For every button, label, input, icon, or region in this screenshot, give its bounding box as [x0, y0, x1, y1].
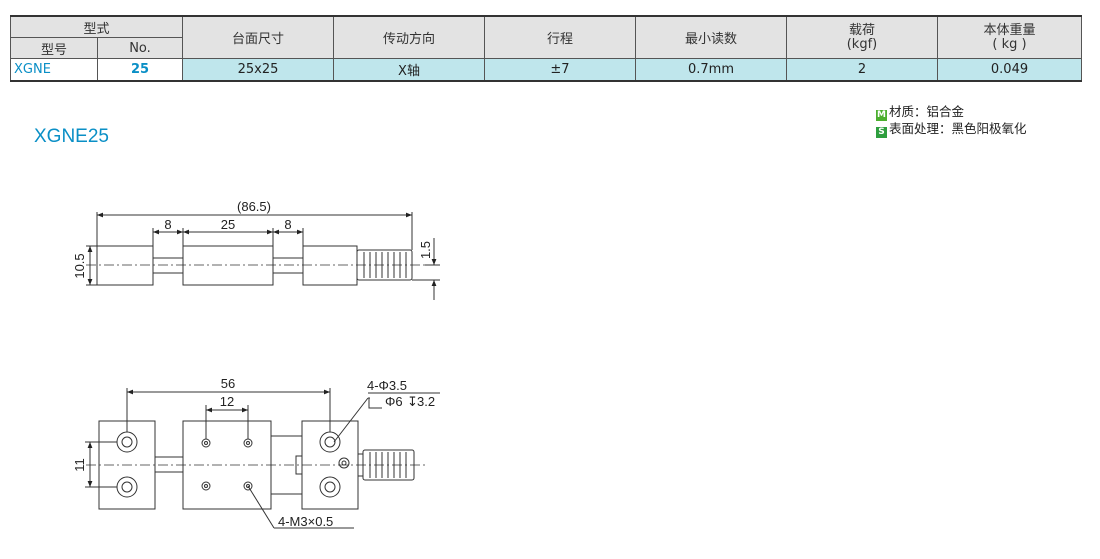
- dim-hole-pitch: 56: [221, 376, 235, 391]
- cell-stroke: ±7: [484, 58, 636, 82]
- callout-hole-spec: 4-Φ3.5: [367, 378, 407, 393]
- header-weight: 本体重量 ( kg ): [937, 15, 1082, 59]
- cell-table-size: 25x25: [182, 58, 334, 82]
- header-weight-unit: ( kg ): [992, 36, 1027, 52]
- header-table-size: 台面尺寸: [182, 15, 334, 59]
- cell-load: 2: [786, 58, 938, 82]
- header-load-unit: (kgf): [846, 36, 878, 52]
- dim-tap-pitch: 12: [220, 394, 234, 409]
- spec-table: 型式 台面尺寸 传动方向 行程 最小读数 载荷 (kgf) 本体重量 ( kg …: [10, 15, 1082, 82]
- header-weight-label: 本体重量: [983, 22, 1036, 38]
- header-type-group: 型式: [10, 15, 183, 38]
- cell-weight: 0.049: [937, 58, 1082, 82]
- side-left-block: [96, 245, 154, 286]
- side-left-rod: [152, 257, 184, 274]
- cell-drive-direction: X轴: [333, 58, 485, 82]
- dim-height: 10.5: [72, 253, 87, 278]
- dim-center: 11: [72, 458, 87, 472]
- header-load-label: 载荷: [848, 22, 875, 38]
- surface-badge-icon: S: [876, 127, 887, 138]
- side-view: [86, 212, 440, 300]
- side-right-block: [302, 245, 358, 286]
- header-model: 型号: [10, 37, 98, 59]
- depth-symbol-icon: ↧: [407, 394, 418, 409]
- header-stroke: 行程: [484, 15, 636, 59]
- model-title: XGNE25: [34, 126, 109, 147]
- dim-right-gap: 8: [284, 217, 291, 232]
- dim-left-gap: 8: [164, 217, 171, 232]
- table-row: XGNE 25 25x25 X轴 ±7 0.7mm 2 0.049: [10, 58, 1082, 82]
- header-no: No.: [97, 37, 183, 59]
- material-text: 材质：铝合金: [889, 104, 965, 119]
- callout-counterbore-depth: 3.2: [417, 394, 435, 409]
- dim-overall: (86.5): [237, 199, 271, 214]
- callout-counterbore: Φ6: [385, 394, 403, 409]
- cell-min-reading: 0.7mm: [635, 58, 787, 82]
- top-view: [85, 388, 440, 529]
- dim-offset: 1.5: [418, 241, 433, 259]
- side-stage: [182, 245, 274, 286]
- callout-tap-spec: 4-M3×0.5: [278, 514, 333, 529]
- side-right-rod: [272, 257, 304, 274]
- cell-model[interactable]: XGNE: [10, 58, 98, 82]
- header-drive-direction: 传动方向: [333, 15, 485, 59]
- material-badge-icon: M: [876, 110, 887, 121]
- header-min-reading: 最小读数: [635, 15, 787, 59]
- header-load: 载荷 (kgf): [786, 15, 938, 59]
- surface-text: 表面处理：黑色阳极氧化: [889, 121, 1027, 136]
- dim-table: 25: [221, 217, 235, 232]
- cell-no: 25: [97, 58, 183, 82]
- top-left-rod: [154, 456, 184, 473]
